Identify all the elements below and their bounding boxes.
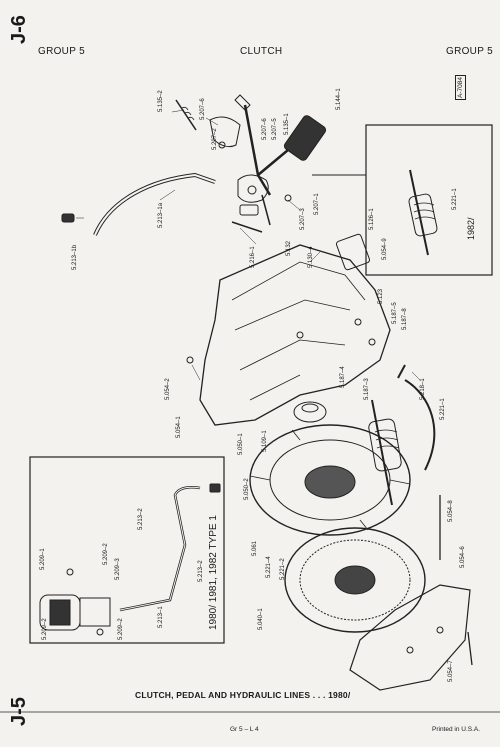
part-label: 5.135–2: [158, 90, 164, 112]
master-cylinder-inset: [39, 568, 111, 636]
inset-left-part-6: 5.213–2: [198, 560, 204, 582]
group-label-right: GROUP 5: [446, 46, 493, 57]
part-label: 5.221–2: [280, 558, 286, 580]
figure-caption: CLUTCH, PEDAL AND HYDRAULIC LINES . . . …: [135, 690, 351, 700]
page-tab-bottom: J-5: [8, 697, 30, 726]
part-label: 5.213–1b: [72, 244, 78, 270]
page-number: Gr 5 – L 4: [230, 726, 259, 733]
inset-hydraulic-line: [119, 486, 201, 612]
part-label: 5.054–8: [448, 500, 454, 522]
inset-left-part-3: 5.209–3: [115, 558, 121, 580]
part-label: 5.207–5: [272, 118, 278, 140]
part-label: 5.187–5: [392, 302, 398, 324]
bell-housing: [186, 233, 391, 426]
part-label: 5.207–1: [314, 193, 320, 215]
inset-right-part-1: 5.221–1: [452, 188, 458, 210]
inset-left-part-2: 5.209–2: [103, 543, 109, 565]
inset-left-part-1: 5.213–2: [138, 508, 144, 530]
part-label: 5.054–7: [448, 660, 454, 682]
part-label: 5.187–3: [364, 378, 370, 400]
inset-left-part-7: 5.209–2: [42, 618, 48, 640]
part-label: 5.218–1: [420, 378, 426, 400]
part-label: 5.221–4: [266, 556, 272, 578]
inset-left-title: 1980/ 1981, 1982 TYPE 1: [208, 515, 219, 630]
part-label: 5.216–1: [250, 246, 256, 268]
part-label: 5.187–4: [340, 366, 346, 388]
part-label: 5.207–3: [300, 208, 306, 230]
release-bearing: [293, 401, 327, 423]
part-label: 5.207–6: [200, 98, 206, 120]
part-label: 5.207–2: [212, 128, 218, 150]
part-label: 5.050–1: [238, 433, 244, 455]
part-label: 5.132: [286, 240, 292, 256]
inset-box-right: [365, 124, 493, 276]
part-label: 5.144–1: [336, 88, 342, 110]
bleeder-fitting: [61, 213, 75, 223]
part-label: 5.054–6: [460, 546, 466, 568]
part-label: 5.135–1: [284, 113, 290, 135]
part-label: 5.061: [252, 540, 258, 556]
part-label: 5.187–8: [402, 308, 408, 330]
part-label: 5.221–1: [440, 398, 446, 420]
inset-left-part-4: 5.209–1: [40, 548, 46, 570]
slave-cylinder-inset: [408, 169, 438, 256]
inset-right-part-3: 5.054–9: [382, 238, 388, 260]
pedal-assembly: [175, 94, 327, 233]
section-title: CLUTCH: [240, 46, 283, 57]
part-label: 5.040–1: [258, 608, 264, 630]
inset-box-left: [29, 456, 225, 644]
pressure-plate: [249, 424, 411, 536]
part-label: 5.054–1: [176, 416, 182, 438]
part-label: 5.207–6: [262, 118, 268, 140]
inset-left-part-8: 5.209–2: [118, 618, 124, 640]
part-label: 5.050–2: [244, 478, 250, 500]
group-label-left: GROUP 5: [38, 46, 85, 57]
printed-note: Printed in U.S.A.: [432, 726, 481, 733]
part-label: 5.213–1a: [158, 202, 164, 228]
flywheel-cover: [349, 584, 471, 691]
part-label: 5.109–1: [262, 430, 268, 452]
part-label: 5.130–4: [308, 246, 314, 268]
inset-right-part-2: 5.126–1: [369, 208, 375, 230]
inset-right-year: 1982/: [466, 217, 476, 240]
part-label: 5.123: [378, 288, 384, 304]
part-label: 5.054–2: [165, 378, 171, 400]
clutch-disc: [284, 527, 426, 633]
inset-left-part-5: 5.213–1: [158, 606, 164, 628]
